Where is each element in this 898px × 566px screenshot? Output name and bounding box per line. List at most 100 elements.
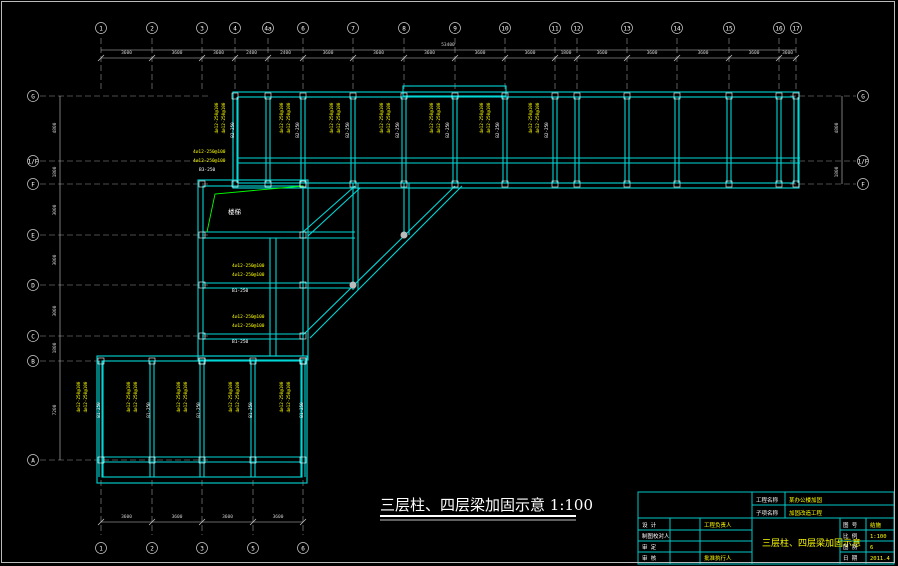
rebar-annotation: 4⌀12-250@100 (479, 102, 485, 133)
axis-label: F (31, 181, 35, 188)
beam-outline (237, 96, 795, 184)
beam-line (307, 187, 361, 237)
axis-label: 2 (150, 545, 154, 552)
beam-annotation: B1-250 (232, 339, 249, 345)
column-marker (501, 180, 509, 188)
axis-label: A (31, 457, 35, 464)
rebar-annotation: 4⌀12-250@100 (214, 102, 220, 133)
dim-text-bottom: 3600 (172, 514, 183, 520)
beam-outlines (96, 85, 800, 484)
rebar-annotation: 4⌀12-250@100 (329, 102, 335, 133)
dim-text-left: 7200 (52, 404, 58, 415)
dim-tick (673, 54, 681, 62)
axis-bubble (146, 542, 158, 554)
column-marker (792, 92, 800, 100)
beam-annotation: B1-250 (232, 288, 249, 294)
axis-label: 9 (453, 25, 457, 32)
axis-label: 16 (775, 25, 783, 32)
column-marker (573, 92, 581, 100)
dim-text-top: 3600 (525, 50, 536, 56)
dim-text-left: 1800 (52, 166, 58, 177)
column-marker (249, 456, 257, 464)
title-block: 工程名称 某办公楼加固 子项名称 加固改造工程 三层柱、四层梁加固示意 设 计 … (637, 491, 895, 565)
project-name-label: 工程名称 (756, 496, 779, 504)
column-marker (451, 180, 459, 188)
rebar-annotation: 4⌀12-250@100 (279, 381, 285, 412)
axis-bubble (398, 22, 410, 34)
tb-right-label: 比 例 (843, 532, 858, 540)
dim-text-top: 3600 (597, 50, 608, 56)
axis-bubble (27, 229, 39, 241)
dim-text-top: 2400 (280, 50, 291, 56)
axis-bubble (499, 22, 511, 34)
sub-project-label: 子项名称 (756, 509, 779, 517)
dim-text-left: 4800 (52, 122, 58, 133)
column-marker (451, 92, 459, 100)
column-marker (573, 180, 581, 188)
dim-text-top: 1800 (561, 50, 572, 56)
column-node (349, 281, 357, 289)
column-marker (299, 357, 307, 365)
axis-bubble (671, 22, 683, 34)
dim-text-left: 3000 (52, 204, 58, 215)
axis-bubble (857, 178, 869, 190)
column-marker (299, 332, 307, 340)
stair-area: 楼梯 (206, 185, 304, 233)
column-marker (792, 180, 800, 188)
dim-text-bottom: 3600 (273, 514, 284, 520)
beam-outline (202, 185, 304, 357)
beam-line (302, 185, 456, 336)
beam-annotation: B2-250 (295, 122, 301, 138)
dim-tick (198, 54, 206, 62)
axis-bubble (27, 330, 39, 342)
dim-tick (451, 54, 459, 62)
dim-tick (198, 518, 206, 526)
beam-annotation: B1-250 (146, 402, 152, 418)
rebar-annotation: 4⌀12-250@100 (232, 323, 265, 329)
axis-bubble (262, 22, 274, 34)
beam-annotation: B2-250 (395, 122, 401, 138)
dim-tick (792, 54, 800, 62)
beam-annotation: B2-250 (345, 122, 351, 138)
tb-row-label: 设 计 (642, 521, 657, 529)
beam-annotation: B3-250 (199, 167, 216, 173)
axis-bubble (857, 155, 869, 167)
axis-bubble (297, 542, 309, 554)
dim-tick (148, 518, 156, 526)
column-markers (97, 92, 800, 464)
rebar-annotation: 4⌀12-250@100 (76, 381, 82, 412)
axis-label: 3 (200, 25, 204, 32)
column-marker (198, 231, 206, 239)
rebar-annotation: 4⌀12-250@100 (535, 102, 541, 133)
dim-tick (775, 54, 783, 62)
tb-right-value: 6 (870, 545, 873, 551)
rebar-annotation: 4⌀12-250@100 (232, 314, 265, 320)
axis-bubble (95, 22, 107, 34)
project-name-value: 某办公楼加固 (789, 496, 823, 504)
column-marker (775, 92, 783, 100)
column-marker (299, 92, 307, 100)
dim-tick (231, 54, 239, 62)
rebar-annotation: 4⌀12-250@100 (83, 381, 89, 412)
axis-label: C (31, 333, 35, 340)
axis-label: 2 (150, 25, 154, 32)
dim-tick (299, 54, 307, 62)
tb-row-value: 批准执行人 (704, 554, 732, 562)
axis-bubble (857, 90, 869, 102)
axis-bubble (27, 178, 39, 190)
dim-text-top: 3600 (475, 50, 486, 56)
dim-text-top: 3600 (424, 50, 435, 56)
column-marker (97, 456, 105, 464)
beam-outline (197, 179, 309, 361)
axis-label: 12 (573, 25, 581, 32)
dim-tick (349, 54, 357, 62)
column-marker (400, 92, 408, 100)
column-marker (231, 180, 239, 188)
column-marker (725, 92, 733, 100)
column-marker (623, 92, 631, 100)
axis-bubble (95, 542, 107, 554)
axis-label: 3 (200, 545, 204, 552)
axis-bubble (571, 22, 583, 34)
dim-tick (623, 54, 631, 62)
